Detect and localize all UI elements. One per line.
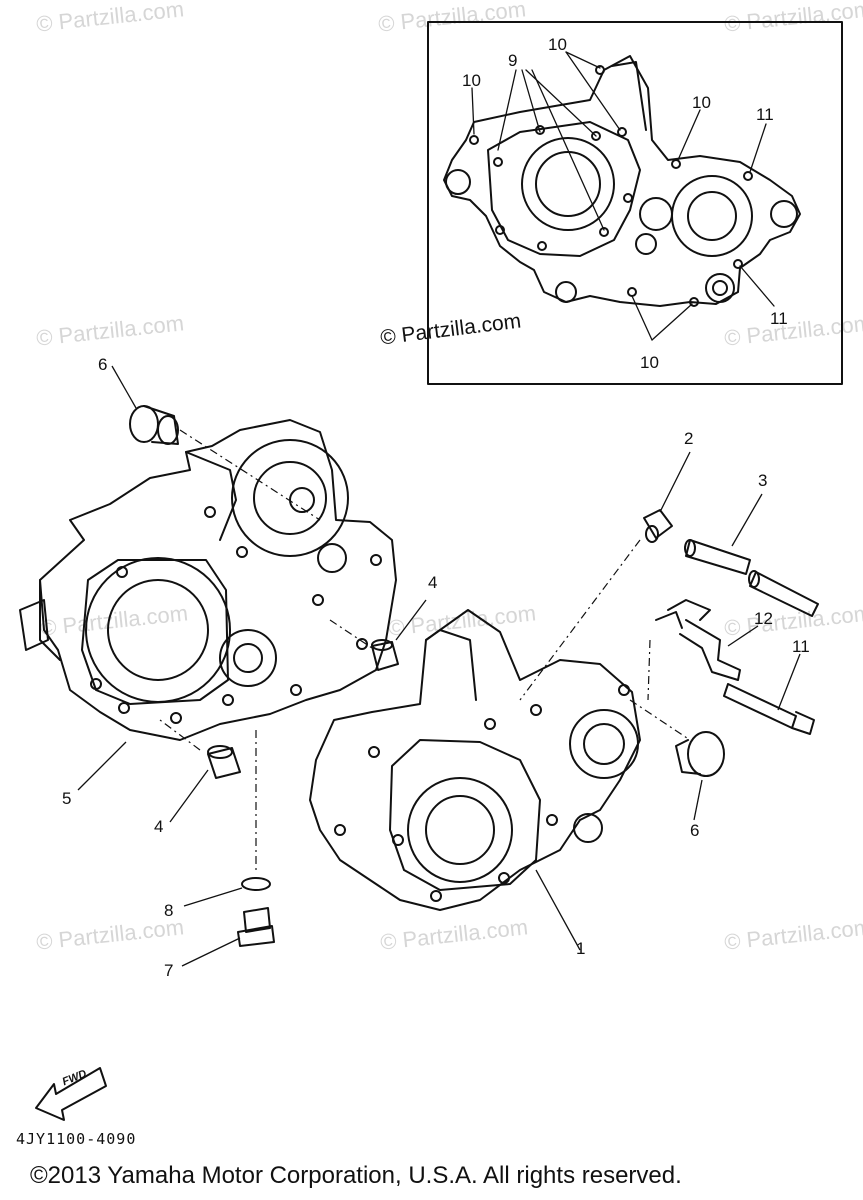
diagram-code: 4JY1100-4090	[16, 1130, 137, 1148]
copyright-notice: ©2013 Yamaha Motor Corporation, U.S.A. A…	[30, 1162, 682, 1189]
assembly-lines	[159, 429, 691, 870]
callout-1: 1	[576, 939, 586, 958]
callout-5: 5	[62, 789, 72, 808]
inset-callout: 10	[640, 353, 659, 372]
fwd-arrow	[35, 1067, 107, 1121]
left-crankcase-half	[19, 419, 397, 741]
part3-hoses	[684, 539, 819, 617]
callout-6-right: 6	[690, 821, 700, 840]
callout-2: 2	[684, 429, 694, 448]
callout-6-left: 6	[98, 355, 108, 374]
callout-4-lower: 4	[154, 817, 164, 836]
leader-lines	[77, 365, 801, 967]
part12-clamp	[655, 599, 741, 681]
inset-frame	[427, 21, 843, 385]
callout-8: 8	[164, 901, 174, 920]
inset-callout: 11	[770, 309, 788, 328]
callout-11: 11	[792, 637, 810, 656]
callout-7: 7	[164, 961, 174, 980]
part8-washer	[241, 877, 271, 891]
inset-crankcase-outline	[443, 55, 801, 307]
part4-dowel-upper	[371, 639, 399, 671]
part2-elbow-fitting	[643, 509, 673, 543]
part4-dowel-lower	[207, 745, 241, 779]
part6-sleeve-left	[129, 405, 179, 445]
right-crankcase-half	[309, 609, 641, 911]
callout-4-upper: 4	[428, 573, 438, 592]
callout-12: 12	[754, 609, 773, 628]
part11-bolt	[723, 683, 815, 735]
inset-leader-lines	[471, 51, 775, 341]
callout-3: 3	[758, 471, 768, 490]
inset-callout: 10	[462, 71, 481, 90]
part7-drain-bolt	[237, 907, 275, 947]
inset-callout: 10	[548, 35, 567, 54]
part6-sleeve-right	[675, 731, 725, 777]
inset-callout: 9	[508, 51, 518, 70]
inset-callout: 10	[692, 93, 711, 112]
inset-callout: 11	[756, 105, 774, 124]
